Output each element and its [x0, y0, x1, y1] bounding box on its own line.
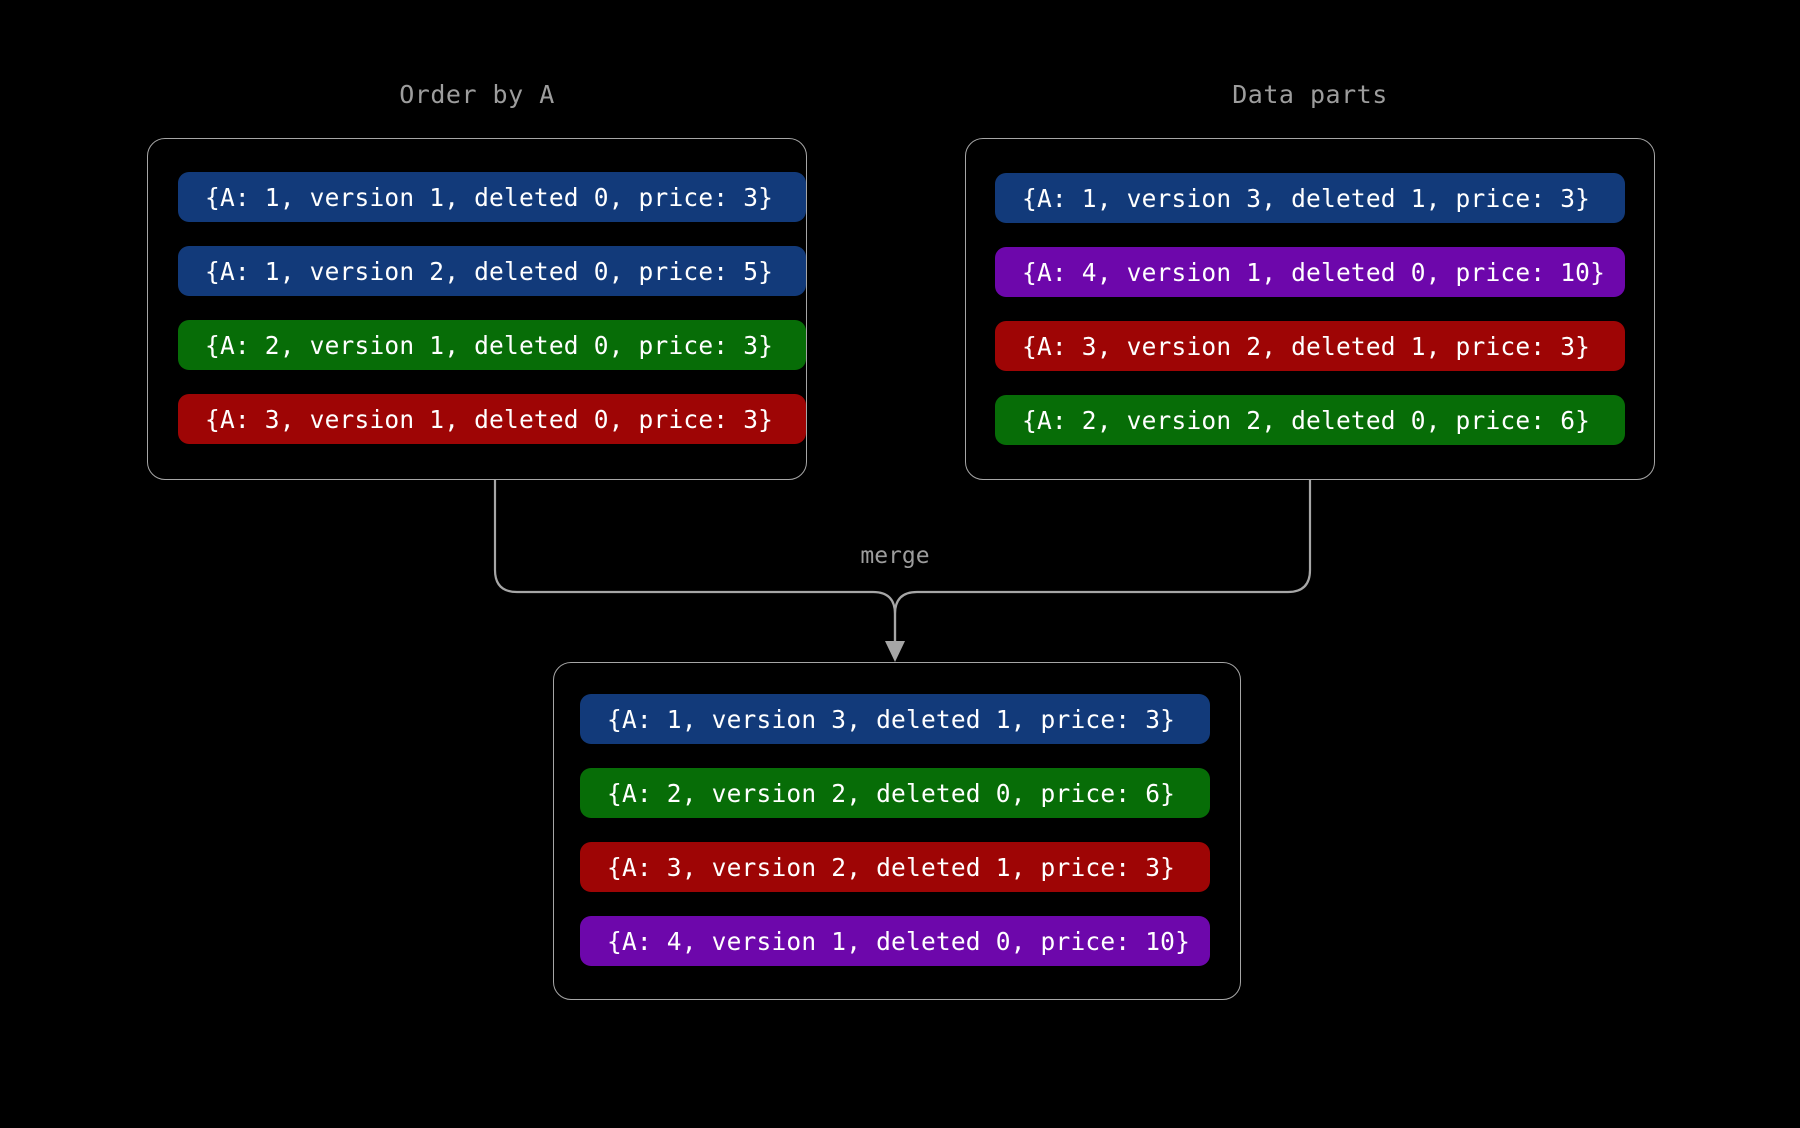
record-text: {A: 1, version 3, deleted 1, price: 3}: [1022, 183, 1591, 213]
record-text: {A: 2, version 2, deleted 0, price: 6}: [1022, 405, 1591, 435]
record-row[interactable]: {A: 4, version 1, deleted 0, price: 10}: [995, 247, 1625, 297]
record-row[interactable]: {A: 1, version 1, deleted 0, price: 3}: [178, 172, 806, 222]
record-row[interactable]: {A: 4, version 1, deleted 0, price: 10}: [580, 916, 1210, 966]
record-text: {A: 1, version 2, deleted 0, price: 5}: [205, 256, 774, 286]
record-row[interactable]: {A: 2, version 1, deleted 0, price: 3}: [178, 320, 806, 370]
record-row[interactable]: {A: 1, version 2, deleted 0, price: 5}: [178, 246, 806, 296]
record-row[interactable]: {A: 1, version 3, deleted 1, price: 3}: [580, 694, 1210, 744]
panel-title-data-parts: Data parts: [1232, 80, 1388, 109]
record-text: {A: 2, version 1, deleted 0, price: 3}: [205, 330, 774, 360]
record-row[interactable]: {A: 2, version 2, deleted 0, price: 6}: [995, 395, 1625, 445]
record-text: {A: 3, version 2, deleted 1, price: 3}: [1022, 331, 1591, 361]
record-text: {A: 2, version 2, deleted 0, price: 6}: [607, 778, 1176, 808]
record-text: {A: 3, version 1, deleted 0, price: 3}: [205, 404, 774, 434]
panel-title-order-by-a: Order by A: [399, 80, 555, 109]
record-row[interactable]: {A: 3, version 2, deleted 1, price: 3}: [995, 321, 1625, 371]
record-text: {A: 4, version 1, deleted 0, price: 10}: [607, 926, 1191, 956]
record-text: {A: 3, version 2, deleted 1, price: 3}: [607, 852, 1176, 882]
record-text: {A: 1, version 1, deleted 0, price: 3}: [205, 182, 774, 212]
record-row[interactable]: {A: 2, version 2, deleted 0, price: 6}: [580, 768, 1210, 818]
record-text: {A: 4, version 1, deleted 0, price: 10}: [1022, 257, 1606, 287]
record-row[interactable]: {A: 1, version 3, deleted 1, price: 3}: [995, 173, 1625, 223]
record-row[interactable]: {A: 3, version 1, deleted 0, price: 3}: [178, 394, 806, 444]
merge-edge-label: merge: [860, 543, 930, 569]
record-row[interactable]: {A: 3, version 2, deleted 1, price: 3}: [580, 842, 1210, 892]
record-text: {A: 1, version 3, deleted 1, price: 3}: [607, 704, 1176, 734]
